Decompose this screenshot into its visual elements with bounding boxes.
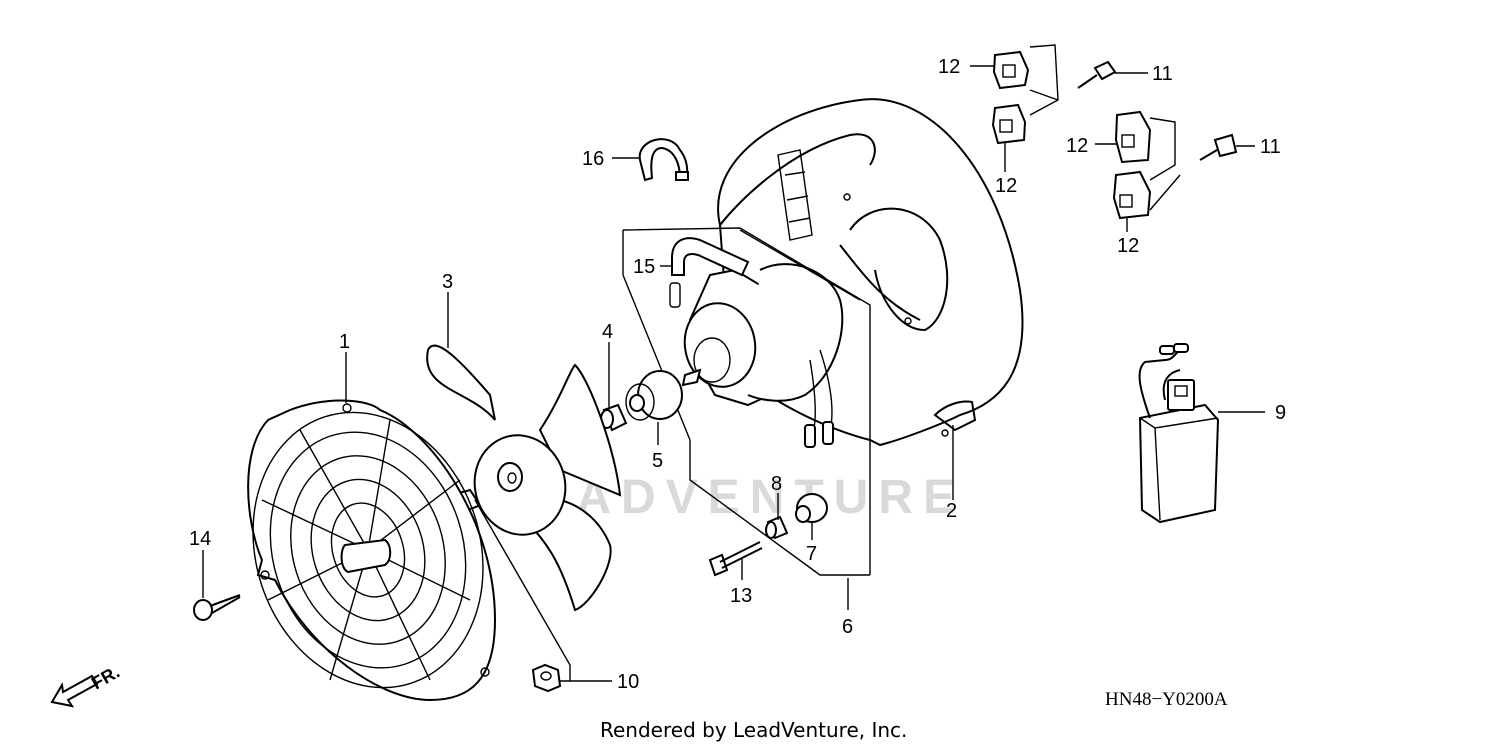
callout-5: 5 [652,450,663,472]
callout-14: 14 [189,528,211,550]
wire-clamp[interactable] [638,138,689,182]
bolt-11a[interactable] [1077,60,1117,89]
grommet-7[interactable] [795,493,828,523]
callout-4: 4 [602,321,613,343]
rubber-mount[interactable] [625,370,683,421]
callout-16: 16 [582,148,604,170]
callout-8: 8 [771,473,782,495]
bolt-13[interactable] [708,541,763,577]
fan-relay[interactable] [1138,343,1220,524]
callout-12c: 12 [1066,135,1088,157]
clip-12d[interactable] [1112,170,1152,220]
callout-6: 6 [842,616,853,638]
callout-12d: 12 [1117,235,1139,257]
fan-motor[interactable] [678,263,844,448]
callout-3: 3 [442,271,453,293]
callout-12a: 12 [938,56,960,78]
callout-11b: 11 [1260,136,1281,158]
assembly-outline [622,227,871,576]
leader-lines [202,65,1265,682]
clip-12c[interactable] [1114,110,1152,164]
collar-4[interactable] [600,403,628,432]
callout-1: 1 [339,331,350,353]
clip-12b[interactable] [991,103,1027,145]
callout-11a: 11 [1152,63,1173,85]
wire-tube[interactable] [669,237,750,308]
callout-12b: 12 [995,175,1017,197]
direction-label: FR. [88,662,123,694]
callout-9: 9 [1275,402,1286,424]
callout-2: 2 [946,500,957,522]
callout-15: 15 [633,256,655,278]
diagram-code: HN48−Y0200A [1105,689,1228,710]
bolt-11b[interactable] [1199,133,1238,161]
clip-12a[interactable] [992,50,1030,90]
screw-14[interactable] [193,594,241,621]
nut-10[interactable] [531,663,562,693]
front-direction-arrow: FR. [50,662,123,708]
callout-13: 13 [730,585,752,607]
credit-text: Rendered by LeadVenture, Inc. [600,718,907,742]
callout-10: 10 [617,671,639,693]
fan-guard[interactable] [218,382,518,718]
callout-7: 7 [806,543,817,565]
collar-8[interactable] [765,515,789,540]
